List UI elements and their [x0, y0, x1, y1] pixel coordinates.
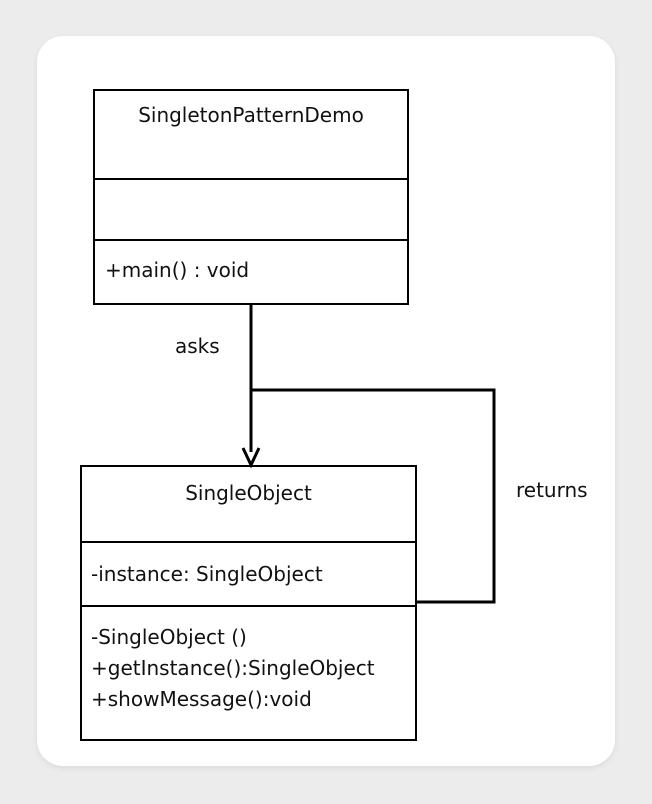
attribute-instance: -instance: SingleObject [91, 562, 323, 586]
class-single-object: SingleObject -instance: SingleObject -Si… [80, 465, 417, 741]
operation-constructor: -SingleObject () [91, 625, 247, 649]
asks-label: asks [175, 334, 220, 358]
class-name: SingletonPatternDemo [138, 103, 364, 127]
class-name-compartment: SingletonPatternDemo [95, 91, 407, 180]
operation-main: +main() : void [105, 258, 250, 282]
operations-compartment: +main() : void [95, 241, 407, 303]
operations-compartment: -SingleObject () +getInstance():SingleOb… [82, 607, 415, 739]
attributes-compartment [95, 180, 407, 241]
attributes-compartment: -instance: SingleObject [82, 543, 415, 607]
returns-label: returns [516, 478, 588, 502]
operation-get-instance: +getInstance():SingleObject [91, 656, 375, 680]
class-singleton-pattern-demo: SingletonPatternDemo +main() : void [93, 89, 409, 305]
class-name: SingleObject [185, 481, 312, 505]
class-name-compartment: SingleObject [82, 467, 415, 543]
operation-show-message: +showMessage():void [91, 687, 312, 711]
